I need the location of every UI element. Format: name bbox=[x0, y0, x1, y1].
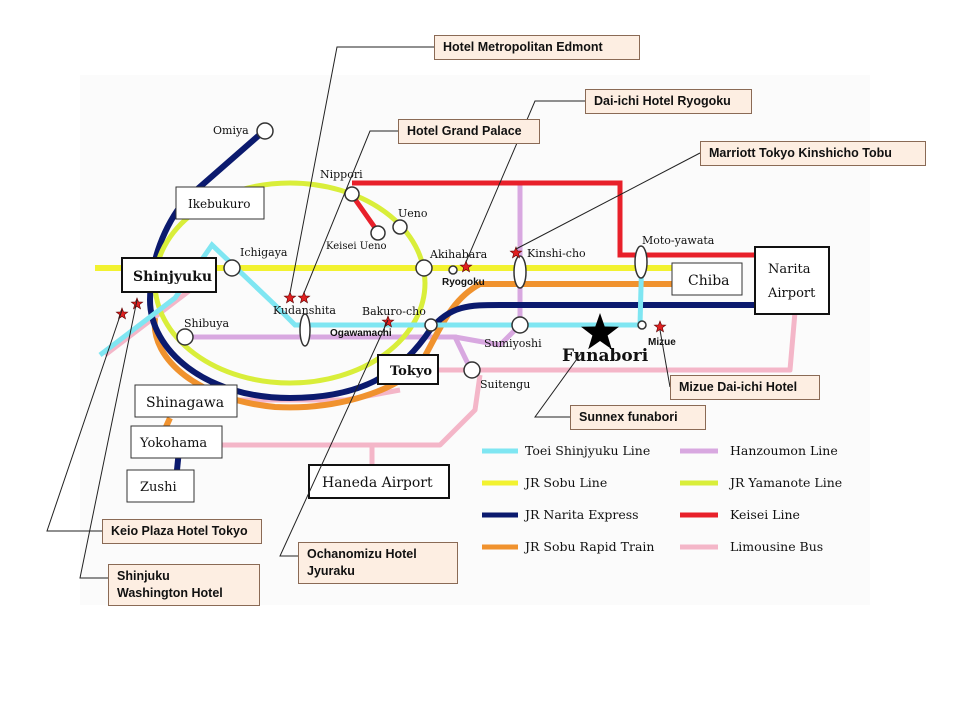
keisei-ueno-marker bbox=[370, 225, 386, 241]
kudanshita-label: Kudanshita bbox=[273, 304, 336, 317]
zushi-box bbox=[126, 469, 195, 503]
ueno-marker bbox=[392, 219, 408, 235]
motoyawata-marker bbox=[634, 245, 648, 279]
legend-label-hanzoumon: Hanzoumon Line bbox=[730, 443, 838, 458]
suitengu-marker bbox=[463, 361, 481, 379]
shinjyuku-label: Shinjyuku bbox=[133, 269, 212, 285]
kudanshita-marker bbox=[299, 313, 311, 347]
marriott-star-icon bbox=[509, 246, 523, 259]
mizue-marker bbox=[637, 320, 647, 330]
callout-sunnex-funabori-text: Sunnex funabori bbox=[579, 410, 678, 424]
callout-washington-line2: Washington Hotel bbox=[117, 586, 223, 600]
nippori-marker bbox=[344, 186, 360, 202]
callout-ochanomizu: Ochanomizu Hotel Jyuraku bbox=[298, 542, 458, 584]
station-labels: Omiya Ikebukuro Nippori Ueno Keisei Ueno… bbox=[133, 124, 816, 495]
ogawamachi-label: Ogawamachi bbox=[330, 328, 392, 339]
nippori-label: Nippori bbox=[320, 168, 363, 181]
callout-leaders bbox=[46, 46, 701, 579]
kinshicho-marker bbox=[513, 255, 527, 289]
callout-mizue-daiichi: Mizue Dai-ichi Hotel bbox=[670, 375, 820, 400]
haneda-label: Haneda Airport bbox=[322, 475, 433, 491]
washington-hotel-star-icon bbox=[130, 297, 144, 310]
haneda-box bbox=[308, 464, 450, 499]
callout-metropolitan-edmont: Hotel Metropolitan Edmont bbox=[434, 35, 640, 60]
callout-marriott-text: Marriott Tokyo Kinshicho Tobu bbox=[709, 146, 892, 160]
yokohama-box bbox=[130, 425, 223, 459]
kinshicho-label: Kinshi-cho bbox=[527, 247, 586, 260]
sumiyoshi-marker bbox=[511, 316, 529, 334]
shinjyuku-box bbox=[121, 257, 217, 293]
callout-metropolitan-edmont-text: Hotel Metropolitan Edmont bbox=[443, 40, 603, 54]
legend-label-sobu-rapid: JR Sobu Rapid Train bbox=[523, 539, 654, 554]
ichigaya-label: Ichigaya bbox=[240, 246, 288, 259]
narita-label-line1: Narita bbox=[768, 262, 811, 277]
callout-grand-palace-text: Hotel Grand Palace bbox=[407, 124, 522, 138]
narita-airport-box bbox=[754, 246, 830, 315]
legend-label-toei: Toei Shinjyuku Line bbox=[525, 443, 650, 458]
legend-label-limousine: Limousine Bus bbox=[730, 539, 823, 554]
motoyawata-label: Moto-yawata bbox=[642, 234, 715, 247]
shinagawa-label: Shinagawa bbox=[146, 395, 224, 411]
ikebukuro-label: Ikebukuro bbox=[188, 197, 250, 211]
yokohama-label: Yokohama bbox=[139, 436, 207, 451]
legend-label-narita-express: JR Narita Express bbox=[523, 507, 639, 522]
callout-ochanomizu-line2: Jyuraku bbox=[307, 564, 355, 578]
callout-grand-palace: Hotel Grand Palace bbox=[398, 119, 540, 144]
mizue-daiichi-star-icon bbox=[653, 320, 667, 333]
keisei-line bbox=[349, 180, 760, 258]
hotel-stars bbox=[115, 246, 667, 333]
callout-shinjuku-washington: Shinjuku Washington Hotel bbox=[108, 564, 260, 606]
legend-label-sobu: JR Sobu Line bbox=[523, 475, 607, 490]
ochanomizu-star-icon bbox=[381, 315, 395, 328]
suitengu-label: Suitengu bbox=[480, 378, 530, 391]
legend-label-yamanote: JR Yamanote Line bbox=[728, 475, 842, 490]
station-boxes bbox=[121, 186, 830, 503]
keio-plaza-star-icon bbox=[115, 307, 129, 320]
daiichi-ryogoku-star-icon bbox=[459, 260, 473, 273]
ryogoku-label: Ryogoku bbox=[442, 277, 485, 288]
tokyo-box bbox=[377, 354, 439, 385]
akihabara-marker bbox=[415, 259, 433, 277]
grand-palace-star-icon bbox=[297, 291, 311, 304]
shibuya-label: Shibuya bbox=[184, 317, 229, 330]
callout-washington-line1: Shinjuku bbox=[117, 569, 170, 583]
omiya-label: Omiya bbox=[213, 124, 249, 137]
shibuya-marker bbox=[176, 328, 194, 346]
callout-keio-plaza-text: Keio Plaza Hotel Tokyo bbox=[111, 524, 248, 538]
bakurocho-marker bbox=[424, 318, 438, 332]
legend-label-keisei: Keisei Line bbox=[730, 507, 800, 522]
callout-sunnex-funabori: Sunnex funabori bbox=[570, 405, 706, 430]
funabori-label: Funabori bbox=[562, 346, 649, 366]
station-markers bbox=[176, 122, 648, 379]
metropolitan-edmont-star-icon bbox=[283, 291, 297, 304]
chiba-label: Chiba bbox=[688, 273, 730, 289]
legend: Toei Shinjyuku Line JR Sobu Line JR Nari… bbox=[482, 443, 842, 554]
funabori-star-icon bbox=[581, 313, 619, 350]
ryogoku-marker bbox=[448, 265, 458, 275]
tokyo-label: Tokyo bbox=[390, 364, 432, 379]
callout-marriott: Marriott Tokyo Kinshicho Tobu bbox=[700, 141, 926, 166]
zushi-label: Zushi bbox=[140, 480, 177, 495]
ikebukuro-box bbox=[175, 186, 265, 220]
callout-ochanomizu-line1: Ochanomizu Hotel bbox=[307, 547, 417, 561]
ueno-label: Ueno bbox=[398, 207, 428, 220]
ichigaya-marker bbox=[223, 259, 241, 277]
narita-label-line2: Airport bbox=[767, 286, 816, 301]
keisei-ueno-label: Keisei Ueno bbox=[326, 241, 387, 252]
shinagawa-box bbox=[134, 384, 238, 418]
sumiyoshi-label: Sumiyoshi bbox=[484, 337, 542, 350]
callout-keio-plaza: Keio Plaza Hotel Tokyo bbox=[102, 519, 262, 544]
akihabara-label: Akihabara bbox=[429, 248, 488, 261]
callout-daiichi-ryogoku-text: Dai-ichi Hotel Ryogoku bbox=[594, 94, 731, 108]
callout-daiichi-ryogoku: Dai-ichi Hotel Ryogoku bbox=[585, 89, 752, 114]
bakurocho-label: Bakuro-cho bbox=[362, 305, 426, 318]
omiya-marker bbox=[256, 122, 274, 140]
callout-mizue-daiichi-text: Mizue Dai-ichi Hotel bbox=[679, 380, 798, 394]
chiba-box bbox=[671, 262, 743, 296]
